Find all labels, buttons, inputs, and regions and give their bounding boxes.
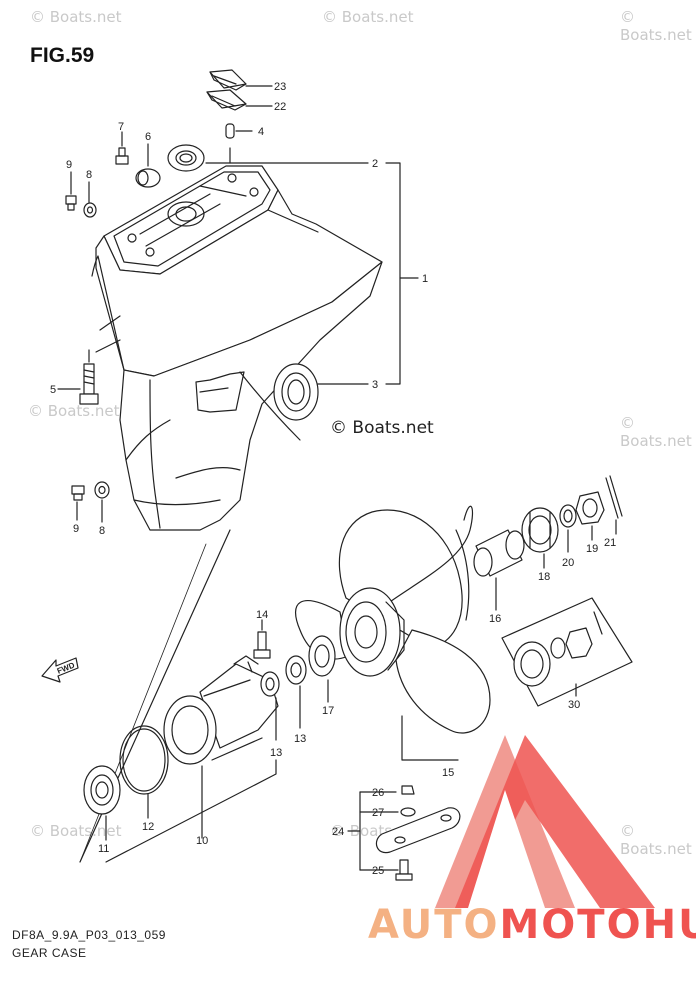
kit-part-30 (501, 597, 633, 707)
anode-part-23 (209, 69, 247, 91)
callout-8-upper: 8 (86, 169, 92, 181)
pin-part-4 (225, 123, 235, 139)
seal-part-2 (167, 144, 205, 172)
seal-part-13b (285, 655, 307, 685)
callout-24: 24 (332, 826, 344, 838)
watermark: © Boats.net (620, 414, 692, 450)
callout-8-lower: 8 (99, 525, 105, 537)
callout-9-upper: 9 (66, 159, 72, 171)
callout-25: 25 (372, 865, 384, 877)
cotter-pin-part-21 (605, 475, 623, 519)
automotohub-logo: AUTOMOTOHUB (368, 735, 696, 948)
callout-1: 1 (422, 273, 428, 285)
callout-2: 2 (372, 158, 378, 170)
callout-9-lower: 9 (73, 523, 79, 535)
callout-26: 26 (372, 787, 384, 799)
callout-19: 19 (586, 543, 598, 555)
washer-part-8-lower (94, 481, 110, 499)
bushing-part-6 (135, 168, 161, 188)
watermark: © Boats.net (620, 8, 692, 44)
nut-part-26 (401, 785, 415, 795)
watermark-main: © Boats.net (330, 418, 434, 438)
logo-triangle-cut (468, 790, 545, 908)
seal-part-13a (260, 671, 280, 697)
callout-6: 6 (145, 131, 151, 143)
callout-4: 4 (258, 126, 264, 138)
callout-30: 30 (568, 699, 580, 711)
callout-27: 27 (372, 807, 384, 819)
callout-13a: 13 (270, 747, 282, 759)
callout-5: 5 (50, 384, 56, 396)
watermark: © Boats.net (30, 822, 122, 840)
washer-part-17 (308, 635, 336, 677)
bearing-part-11 (83, 765, 121, 815)
bolt-part-5 (79, 363, 99, 405)
fwd-arrow-icon: FWD (41, 657, 79, 683)
callout-11: 11 (98, 843, 109, 855)
spacer-part-16 (473, 529, 525, 577)
callout-12: 12 (142, 821, 154, 833)
stopper-part-18 (521, 507, 559, 553)
washer-part-27 (400, 807, 416, 817)
callout-14: 14 (256, 609, 268, 621)
plate-part-24 (375, 807, 461, 854)
washer-part-8-upper (83, 202, 97, 218)
fwd-label: FWD (56, 661, 76, 676)
logo-triangle-right (455, 735, 655, 908)
callout-15: 15 (442, 767, 454, 779)
callout-10: 10 (196, 835, 208, 847)
figure-code: DF8A_9.9A_P03_013_059 (12, 928, 166, 942)
callout-13b: 13 (294, 733, 306, 745)
figure-name: GEAR CASE (12, 946, 87, 960)
callout-20: 20 (562, 557, 574, 569)
callout-22: 22 (274, 101, 286, 113)
callout-23: 23 (274, 81, 286, 93)
callout-3: 3 (372, 379, 378, 391)
bolt-part-14 (253, 631, 271, 659)
gear-case-housing-part-1 (91, 165, 383, 531)
propeller-part-15 (295, 505, 491, 734)
o-ring-part-12 (119, 725, 169, 795)
figure-title: FIG.59 (30, 44, 95, 67)
callout-16: 16 (489, 613, 501, 625)
callout-21: 21 (604, 537, 616, 549)
bolt-part-7 (115, 147, 129, 165)
bearing-housing-part-10 (163, 655, 279, 765)
bolt-part-25 (395, 859, 413, 881)
anode-part-22 (206, 89, 247, 111)
callout-17: 17 (322, 705, 334, 717)
watermark: © Boats.net (322, 8, 414, 26)
nut-part-19 (575, 491, 605, 525)
brand-text-auto: AUTOMOTOHUB (368, 902, 696, 948)
bolt-part-9-upper (65, 195, 77, 211)
bolt-part-9-lower (71, 485, 85, 501)
callout-18: 18 (538, 571, 550, 583)
watermark: © Boats.net (620, 822, 692, 858)
seal-part-3 (273, 363, 319, 421)
washer-part-20 (559, 504, 577, 528)
watermark: © Boats.net (30, 8, 122, 26)
watermark: © Boats.net (28, 402, 120, 420)
callout-7: 7 (118, 121, 124, 133)
